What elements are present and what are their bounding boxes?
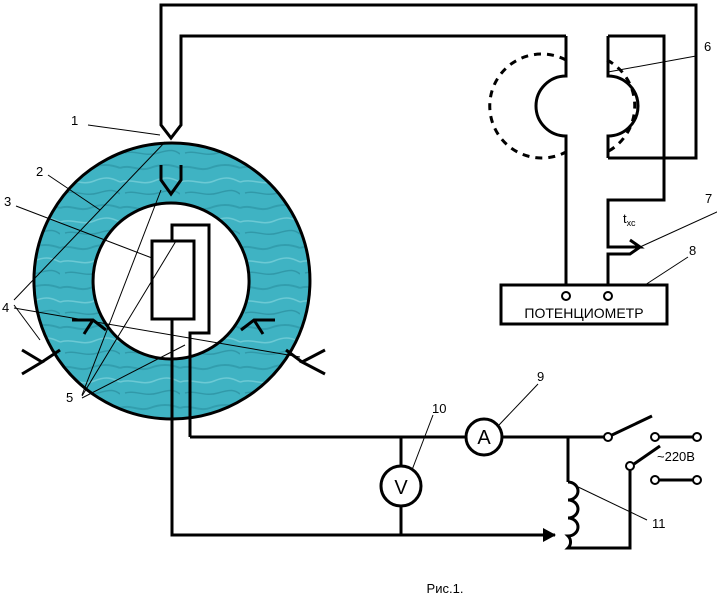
switch-contact-2 — [650, 432, 660, 442]
ammeter-symbol: A — [477, 427, 491, 449]
leader-lines — [13, 55, 717, 521]
cold-junction — [606, 225, 645, 290]
dewar-right-inner — [606, 36, 640, 158]
thermocouple-inner — [159, 165, 183, 197]
heater-lead-bottom — [170, 319, 555, 537]
heater-lead-top — [170, 223, 211, 437]
specimen-ring — [32, 141, 312, 421]
label-3: 3 — [4, 194, 11, 209]
support-left-inner — [72, 318, 107, 335]
autotransformer-slider-arrow — [543, 528, 556, 542]
mains-terminal-top — [692, 432, 702, 442]
switch-blade-1 — [611, 414, 653, 437]
support-right-inner — [240, 318, 275, 335]
potentiometer-terminal-left — [561, 291, 571, 301]
label-11: 11 — [652, 516, 666, 531]
switch-blade-2 — [633, 444, 661, 466]
label-1: 1 — [71, 113, 78, 128]
label-10: 10 — [432, 401, 446, 416]
label-6: 6 — [704, 39, 711, 54]
switch-contact-4 — [650, 475, 660, 485]
label-4: 4 — [2, 300, 9, 315]
thermocouple-outer-lead-a — [159, 3, 698, 160]
voltmeter-symbol: V — [394, 477, 408, 499]
potentiometer-box — [499, 283, 669, 326]
label-8: 8 — [689, 243, 696, 258]
dewar-dashed — [488, 52, 567, 160]
potentiometer-label: ПОТЕНЦИОМЕТР — [524, 305, 643, 321]
dewar-right-wall — [606, 34, 666, 235]
support-right-outer — [285, 348, 326, 376]
dewar-dashed-right — [606, 58, 637, 154]
label-2: 2 — [36, 164, 43, 179]
cold-junction-label: tхс — [623, 211, 636, 228]
supply-voltage-label: ~220В — [657, 449, 695, 464]
thermocouple-outer — [159, 107, 183, 141]
dewar-left-wall — [534, 36, 568, 290]
figure-caption: Рис.1. — [427, 581, 464, 596]
autotransformer-coil — [564, 462, 632, 550]
potentiometer-terminal-right — [603, 291, 613, 301]
support-left-outer — [21, 348, 61, 376]
switch-contact-1 — [603, 432, 613, 442]
label-9: 9 — [537, 369, 544, 384]
heater — [150, 239, 196, 321]
thermocouple-outer-lead-b — [179, 34, 566, 107]
label-5: 5 — [66, 390, 73, 405]
label-7: 7 — [705, 191, 712, 206]
mains-terminal-bottom — [692, 475, 702, 485]
switch-contact-3 — [625, 461, 635, 471]
